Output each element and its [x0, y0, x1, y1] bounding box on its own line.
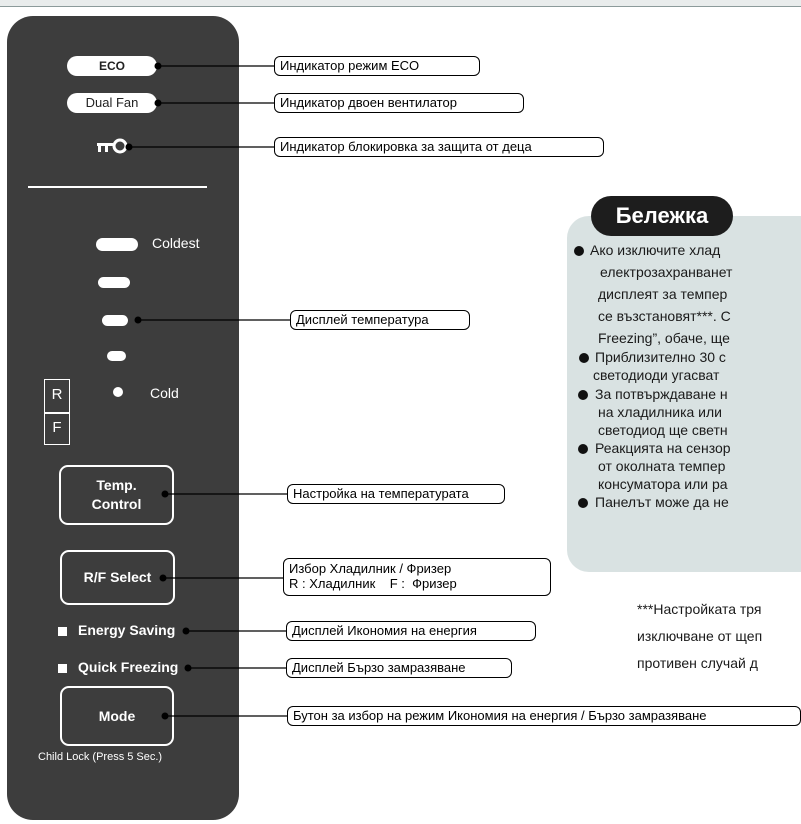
- callout-temperature-setting: Настройка на температурата: [287, 484, 505, 504]
- note-line: на хладилника или: [598, 404, 722, 420]
- temp-segment-3: [102, 315, 128, 326]
- callout-rf-select-line2: R : Хладилник F : Фризер: [289, 576, 457, 591]
- note-line: се възстановят***. С: [598, 308, 731, 324]
- temp-control-button[interactable]: Temp. Control: [59, 465, 174, 525]
- note-bullet-3: [578, 390, 588, 400]
- footnote-line: противен случай д: [637, 655, 758, 671]
- note-line: За потвърждаване н: [595, 386, 728, 402]
- energy-saving-led: [58, 627, 67, 636]
- callout-temperature-display: Дисплей температура: [290, 310, 470, 330]
- callout-rf-select-line1: Избор Хладилник / Фризер: [289, 561, 452, 576]
- callout-mode-button: Бутон за избор на режим Икономия на енер…: [287, 706, 801, 726]
- note-line: светодиод ще светн: [598, 422, 728, 438]
- coldest-label: Coldest: [152, 235, 200, 251]
- note-line: светодиоди угасват: [593, 367, 720, 383]
- note-line: дисплеят за темпер: [598, 286, 728, 302]
- note-bullet-5: [578, 498, 588, 508]
- footnote-line: ***Настройката тря: [637, 601, 762, 617]
- child-lock-label: Child Lock (Press 5 Sec.): [38, 751, 163, 763]
- top-rule: [0, 0, 801, 7]
- note-bullet-4: [578, 444, 588, 454]
- callout-quick-freezing-display: Дисплей Бързо замразяване: [286, 658, 512, 678]
- note-line: Ако изключите хлад: [590, 242, 721, 258]
- note-line: консуматора или ра: [598, 476, 728, 492]
- callout-eco-indicator: Индикатор режим ECO: [274, 56, 480, 76]
- callout-energy-saving-display: Дисплей Икономия на енергия: [286, 621, 536, 641]
- panel-divider: [28, 186, 207, 188]
- footnote-line: изключване от щеп: [637, 628, 763, 644]
- note-bullet-2: [579, 353, 589, 363]
- quick-freezing-led: [58, 664, 67, 673]
- energy-saving-label: Energy Saving: [78, 622, 176, 638]
- note-line: Панелът може да не: [595, 494, 729, 510]
- rf-divider: [45, 412, 69, 414]
- quick-freezing-label: Quick Freezing: [78, 659, 179, 675]
- temp-control-line2: Control: [91, 496, 142, 512]
- r-letter: R: [51, 386, 63, 403]
- note-box: [567, 216, 801, 572]
- temp-control-line1: Temp.: [96, 477, 137, 493]
- f-letter: F: [52, 419, 62, 436]
- temp-segment-4: [107, 351, 126, 361]
- dual-fan-indicator: Dual Fan: [67, 93, 157, 113]
- note-line: електрозахранванет: [600, 264, 733, 280]
- callout-dual-fan-indicator: Индикатор двоен вентилатор: [274, 93, 524, 113]
- callout-rf-select: Избор Хладилник / Фризер R : Хладилник F…: [283, 558, 551, 596]
- temp-segment-coldest: [96, 238, 138, 251]
- rf-indicator: R F: [44, 379, 70, 445]
- note-line: Приблизително 30 с: [595, 349, 726, 365]
- note-line: Freezing”, обаче, ще: [598, 330, 730, 346]
- cold-label: Cold: [150, 385, 179, 401]
- temp-segment-2: [98, 277, 130, 288]
- note-title: Бележка: [591, 196, 733, 236]
- callout-child-lock-indicator: Индикатор блокировка за защита от деца: [274, 137, 604, 157]
- note-line: Реакцията на сензор: [595, 440, 731, 456]
- eco-indicator: ECO: [67, 56, 157, 76]
- note-bullet-1: [574, 246, 584, 256]
- note-line: от околната темпер: [598, 458, 726, 474]
- temp-segment-cold: [113, 387, 123, 397]
